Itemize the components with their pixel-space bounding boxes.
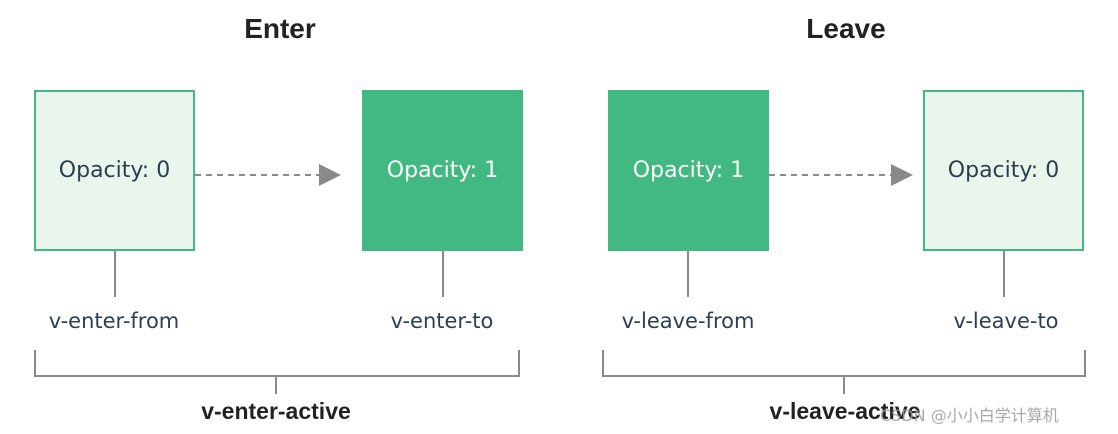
enter-arrow (195, 164, 341, 186)
enter-to-label: v-enter-to (390, 309, 494, 333)
leave-bracket-right (1084, 350, 1086, 377)
enter-from-box-text: Opacity: 0 (58, 158, 171, 183)
leave-from-box-text: Opacity: 1 (632, 158, 745, 183)
leave-to-stem (1003, 251, 1005, 297)
enter-from-stem (114, 251, 116, 297)
leave-arrow (769, 164, 913, 186)
leave-from-label: v-leave-from (621, 309, 755, 333)
enter-bracket-bottom (34, 375, 520, 377)
leave-from-box: Opacity: 1 (608, 90, 769, 251)
enter-from-label: v-enter-from (48, 309, 180, 333)
enter-bracket-left (34, 350, 36, 377)
leave-bracket-left (602, 350, 604, 377)
enter-bracket-right (518, 350, 520, 377)
enter-from-box: Opacity: 0 (34, 90, 195, 251)
enter-to-stem (442, 251, 444, 297)
enter-heading: Enter (244, 13, 316, 44)
enter-to-box-text: Opacity: 1 (386, 158, 499, 183)
leave-from-stem (687, 251, 689, 297)
enter-bracket-tick (275, 377, 277, 394)
leave-to-box: Opacity: 0 (923, 90, 1084, 251)
leave-bracket-bottom (602, 375, 1086, 377)
leave-bracket-tick (843, 377, 845, 394)
leave-heading: Leave (806, 13, 886, 44)
enter-active-label: v-enter-active (201, 398, 351, 424)
enter-to-box: Opacity: 1 (362, 90, 523, 251)
leave-to-box-text: Opacity: 0 (947, 158, 1060, 183)
csdn-watermark: CSDN @小小白学计算机 (880, 406, 1059, 425)
leave-active-label: v-leave-active (769, 398, 921, 424)
leave-to-label: v-leave-to (953, 309, 1059, 333)
